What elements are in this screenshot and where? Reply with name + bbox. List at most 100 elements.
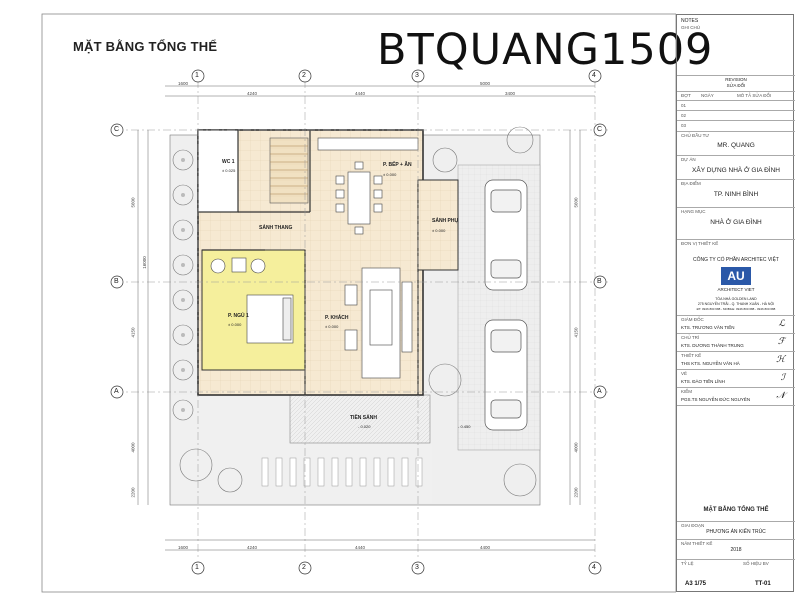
dining-table	[335, 161, 383, 235]
notes-sub: GHI CHÚ	[681, 25, 700, 30]
person-role: KIỂM	[681, 389, 693, 394]
dim-top-1: 4240	[247, 91, 258, 96]
axis-label-3-top: 3	[415, 72, 419, 79]
scale-label: TỶ LỆ	[681, 561, 694, 566]
person-name: KTS. ĐÀO TIẾN LĨNH	[681, 379, 725, 384]
rev-row-2: 03	[681, 123, 687, 128]
rev-col-2: MÔ TẢ SỬA ĐỔI	[737, 93, 772, 98]
dim-left-total: 16000	[141, 256, 147, 269]
company-logo-sub: ARCHITECT VIET	[717, 287, 755, 292]
watermark-text: BTQUANG1509	[377, 25, 714, 75]
rev-col-1: NGÀY	[701, 93, 714, 98]
client-label: CHỦ ĐẦU TƯ	[681, 133, 710, 138]
dim-top-0: 1600	[178, 81, 189, 86]
axis-label-b-right: B	[597, 278, 602, 285]
signature-icon: ℐ	[780, 373, 785, 383]
axis-label-4-bottom: 4	[592, 564, 596, 571]
phase-value: PHƯƠNG ÁN KIẾN TRÚC	[706, 529, 766, 535]
room-kitchen: P. BẾP + ĂN	[383, 162, 412, 168]
phase-label: GIAI ĐOẠN	[681, 523, 705, 528]
dim-left-2: 4000	[130, 442, 136, 453]
person-name: THS KTS. NGUYỄN VĂN HÀ	[681, 361, 740, 366]
dim-bottom-0: 1600	[178, 545, 189, 550]
signature-icon: ℱ	[777, 337, 785, 347]
signature-icon: ℋ	[776, 355, 785, 365]
site-plan	[41, 13, 676, 593]
dim-bottom-1: 4240	[247, 545, 258, 550]
year-value: 2018	[730, 547, 742, 553]
notes-label: NOTES	[681, 18, 699, 24]
room-bedroom-level: ± 0.000	[228, 322, 242, 327]
room-living: P. KHÁCH	[325, 315, 349, 321]
person-role: GIÁM ĐỐC	[681, 317, 704, 322]
person-name: PGS.TS NGUYỄN ĐỨC NGUYÊN	[681, 397, 751, 402]
person-name: KTS. DƯƠNG THÀNH TRUNG	[681, 343, 744, 348]
year-label: NĂM THIẾT KẾ	[681, 541, 713, 546]
room-bedroom: P. NGỦ 1	[228, 313, 249, 319]
person-name: KTS. TRƯƠNG VĂN TIẾN	[681, 325, 735, 330]
axis-label-c-left: C	[114, 126, 120, 133]
axis-label-1-bottom: 1	[195, 564, 199, 571]
sheet-title-block: MẶT BẰNG TỔNG THỂ	[703, 507, 769, 513]
dim-top-2: 4440	[355, 91, 366, 96]
axis-label-c-right: C	[597, 126, 603, 133]
room-front-hall-level: - 0.020	[358, 424, 371, 429]
project-name: XÂY DỰNG NHÀ Ở GIA ĐÌNH	[692, 167, 780, 174]
room-wc: WC 1	[222, 159, 235, 165]
scale-value: A3 1/75	[685, 581, 707, 587]
bed	[246, 294, 294, 344]
client-name: MR. QUANG	[717, 142, 755, 149]
dim-left-0: 5600	[130, 197, 136, 208]
company-address-2: 275 NGUYỄN TRÃI - Q. THANH XUÂN - HÀ NỘI	[697, 302, 775, 306]
room-front-hall: TIỀN SẢNH	[350, 415, 377, 421]
room-stair-hall: SẢNH THANG	[259, 225, 293, 231]
rev-col-0: ĐỢT	[681, 93, 691, 98]
dim-bottom-2: 4440	[355, 545, 366, 550]
company-address: TÒA NHÀ GOLDEN LAND	[715, 297, 757, 301]
yard-level: - 0.450	[458, 424, 471, 429]
trees-left	[172, 126, 537, 497]
dim-top-3: 5000	[480, 81, 491, 86]
person-role: THIẾT KẾ	[681, 353, 702, 358]
axis-label-3-bottom: 3	[415, 564, 419, 571]
dim-right-2: 4000	[573, 442, 579, 453]
axis-label-2-bottom: 2	[302, 564, 306, 571]
cars	[484, 179, 528, 431]
company-logo: AU	[721, 267, 751, 285]
company-phone: ĐT: 0946 800 688 - MOBILE: 0946 800 688 …	[696, 307, 776, 311]
dim-right-0: 5600	[573, 197, 579, 208]
room-wc-level: ± 0.025	[222, 168, 236, 173]
room-side-hall: SẢNH PHỤ	[432, 218, 459, 224]
signature-icon: 𝒩	[776, 391, 785, 401]
person-role: VẼ	[681, 371, 688, 376]
stepping-stones	[261, 457, 423, 487]
dim-top-4: 3400	[505, 91, 516, 96]
sofa-set	[344, 267, 413, 379]
signature-icon: ℒ	[778, 319, 785, 329]
rev-row-1: 02	[681, 113, 687, 118]
designer-label: ĐƠN VỊ THIẾT KẾ	[681, 241, 719, 246]
axis-label-4-top: 4	[592, 72, 596, 79]
drawing-title: MẶT BẰNG TỔNG THỂ	[73, 39, 218, 54]
room-side-hall-level: ± 0.000	[432, 228, 446, 233]
revision-sub: SỬA ĐỔI	[726, 83, 746, 88]
sheet-no-value: TT-01	[755, 581, 771, 587]
axis-label-2-top: 2	[302, 72, 306, 79]
sheet-no-label: SỐ HIỆU BV	[743, 561, 769, 566]
room-kitchen-level: ± 0.000	[383, 172, 397, 177]
location-name: TP. NINH BÌNH	[713, 191, 759, 198]
dim-bottom-3: 4400	[480, 545, 491, 550]
dim-left-3: 2200	[130, 487, 136, 498]
dim-left-1: 4150	[130, 327, 136, 338]
axis-label-a-left: A	[114, 388, 119, 395]
axis-label-1-top: 1	[195, 72, 199, 79]
person-role: CHỦ TRÌ	[681, 335, 700, 340]
location-label: ĐỊA ĐIỂM	[681, 181, 701, 186]
project-label: DỰ ÁN	[681, 157, 696, 162]
room-living-level: ± 0.000	[325, 324, 339, 329]
title-block: NOTES GHI CHÚ REVISION SỬA ĐỔI ĐỢT NGÀY …	[676, 14, 795, 592]
rev-row-0: 01	[681, 103, 687, 108]
axis-label-a-right: A	[597, 388, 602, 395]
axis-label-b-left: B	[114, 278, 119, 285]
